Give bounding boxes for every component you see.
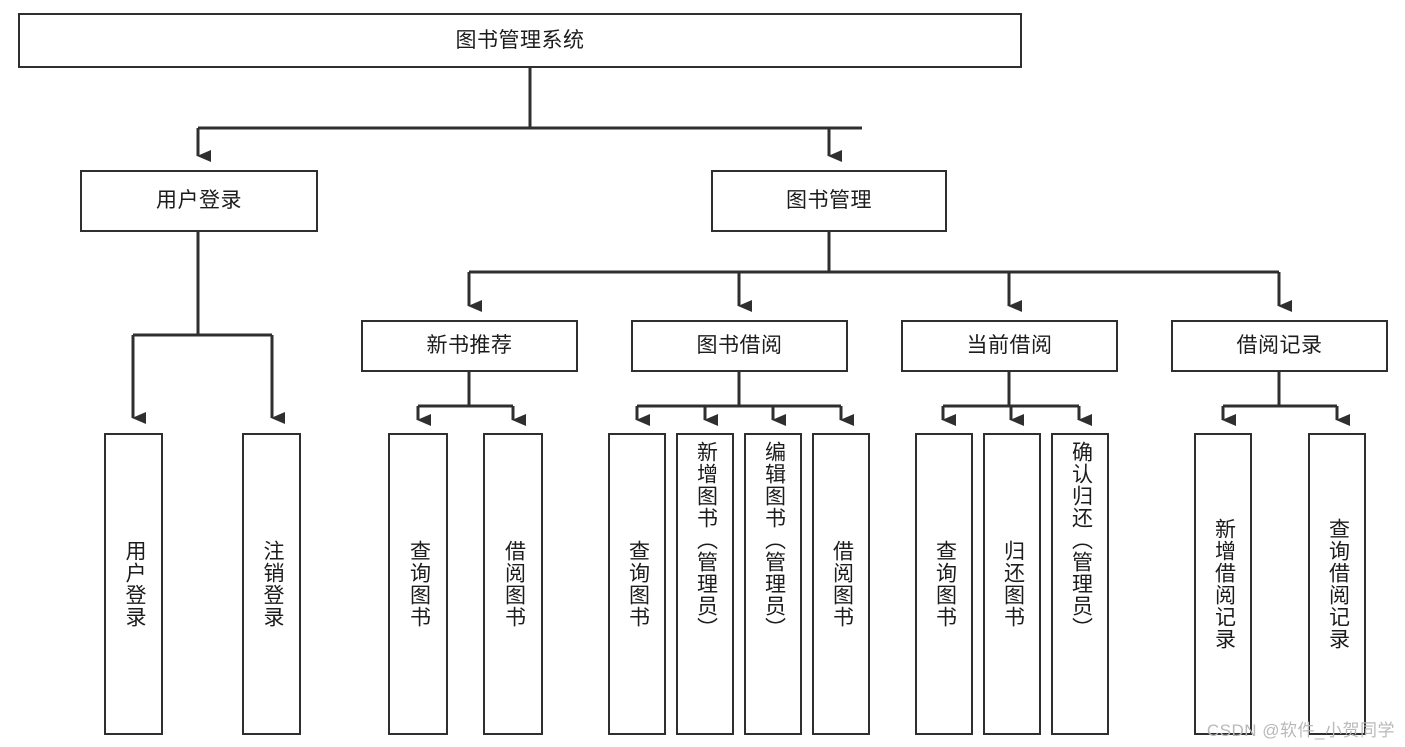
node-leaf-borrow-book-1-label: 借阅图书 — [502, 540, 526, 628]
node-leaf-query-book-3-label: 查询图书 — [933, 540, 957, 628]
node-current-borrow[interactable]: 当前借阅 — [901, 320, 1118, 372]
node-borrow-record-label: 借阅记录 — [1236, 334, 1323, 358]
node-leaf-add-book-label: 新增图书（管理员） — [694, 441, 718, 639]
node-new-book-recommend[interactable]: 新书推荐 — [361, 320, 578, 372]
node-root-label: 图书管理系统 — [455, 28, 585, 52]
node-leaf-logout-login-label: 注销登录 — [260, 540, 284, 628]
node-leaf-query-book-3[interactable]: 查询图书 — [915, 433, 973, 735]
node-book-borrow-label: 图书借阅 — [696, 334, 783, 358]
node-leaf-query-book-1-label: 查询图书 — [407, 540, 431, 628]
node-user-login-label: 用户登录 — [156, 189, 242, 213]
node-leaf-confirm-return-label: 确认归还（管理员） — [1069, 441, 1093, 639]
node-book-borrow[interactable]: 图书借阅 — [631, 320, 848, 372]
node-book-management[interactable]: 图书管理 — [711, 170, 947, 232]
node-leaf-borrow-book-2[interactable]: 借阅图书 — [812, 433, 870, 735]
node-leaf-query-book-2[interactable]: 查询图书 — [608, 433, 666, 735]
node-leaf-user-login[interactable]: 用户登录 — [104, 433, 163, 735]
node-leaf-logout-login[interactable]: 注销登录 — [242, 433, 301, 735]
node-leaf-edit-book-label: 编辑图书（管理员） — [762, 441, 786, 639]
node-leaf-edit-book[interactable]: 编辑图书（管理员） — [744, 433, 802, 735]
node-leaf-borrow-book-2-label: 借阅图书 — [830, 540, 854, 628]
node-leaf-query-book-2-label: 查询图书 — [626, 540, 650, 628]
node-new-book-recommend-label: 新书推荐 — [426, 334, 513, 358]
node-leaf-return-book-label: 归还图书 — [1001, 540, 1025, 628]
node-leaf-borrow-book-1[interactable]: 借阅图书 — [483, 433, 543, 735]
node-leaf-add-record[interactable]: 新增借阅记录 — [1194, 433, 1252, 735]
node-leaf-add-record-label: 新增借阅记录 — [1212, 518, 1236, 650]
node-leaf-add-book[interactable]: 新增图书（管理员） — [676, 433, 734, 735]
node-leaf-query-record[interactable]: 查询借阅记录 — [1308, 433, 1366, 735]
node-leaf-confirm-return[interactable]: 确认归还（管理员） — [1051, 433, 1109, 735]
node-leaf-query-book-1[interactable]: 查询图书 — [388, 433, 448, 735]
node-book-management-label: 图书管理 — [786, 189, 872, 213]
node-leaf-user-login-label: 用户登录 — [122, 540, 146, 628]
node-root[interactable]: 图书管理系统 — [18, 13, 1022, 68]
node-leaf-return-book[interactable]: 归还图书 — [983, 433, 1041, 735]
watermark-text: CSDN @软件_小贺同学 — [1206, 721, 1395, 740]
node-borrow-record[interactable]: 借阅记录 — [1171, 320, 1388, 372]
node-current-borrow-label: 当前借阅 — [966, 334, 1053, 358]
node-leaf-query-record-label: 查询借阅记录 — [1326, 518, 1350, 650]
node-user-login[interactable]: 用户登录 — [80, 170, 318, 232]
